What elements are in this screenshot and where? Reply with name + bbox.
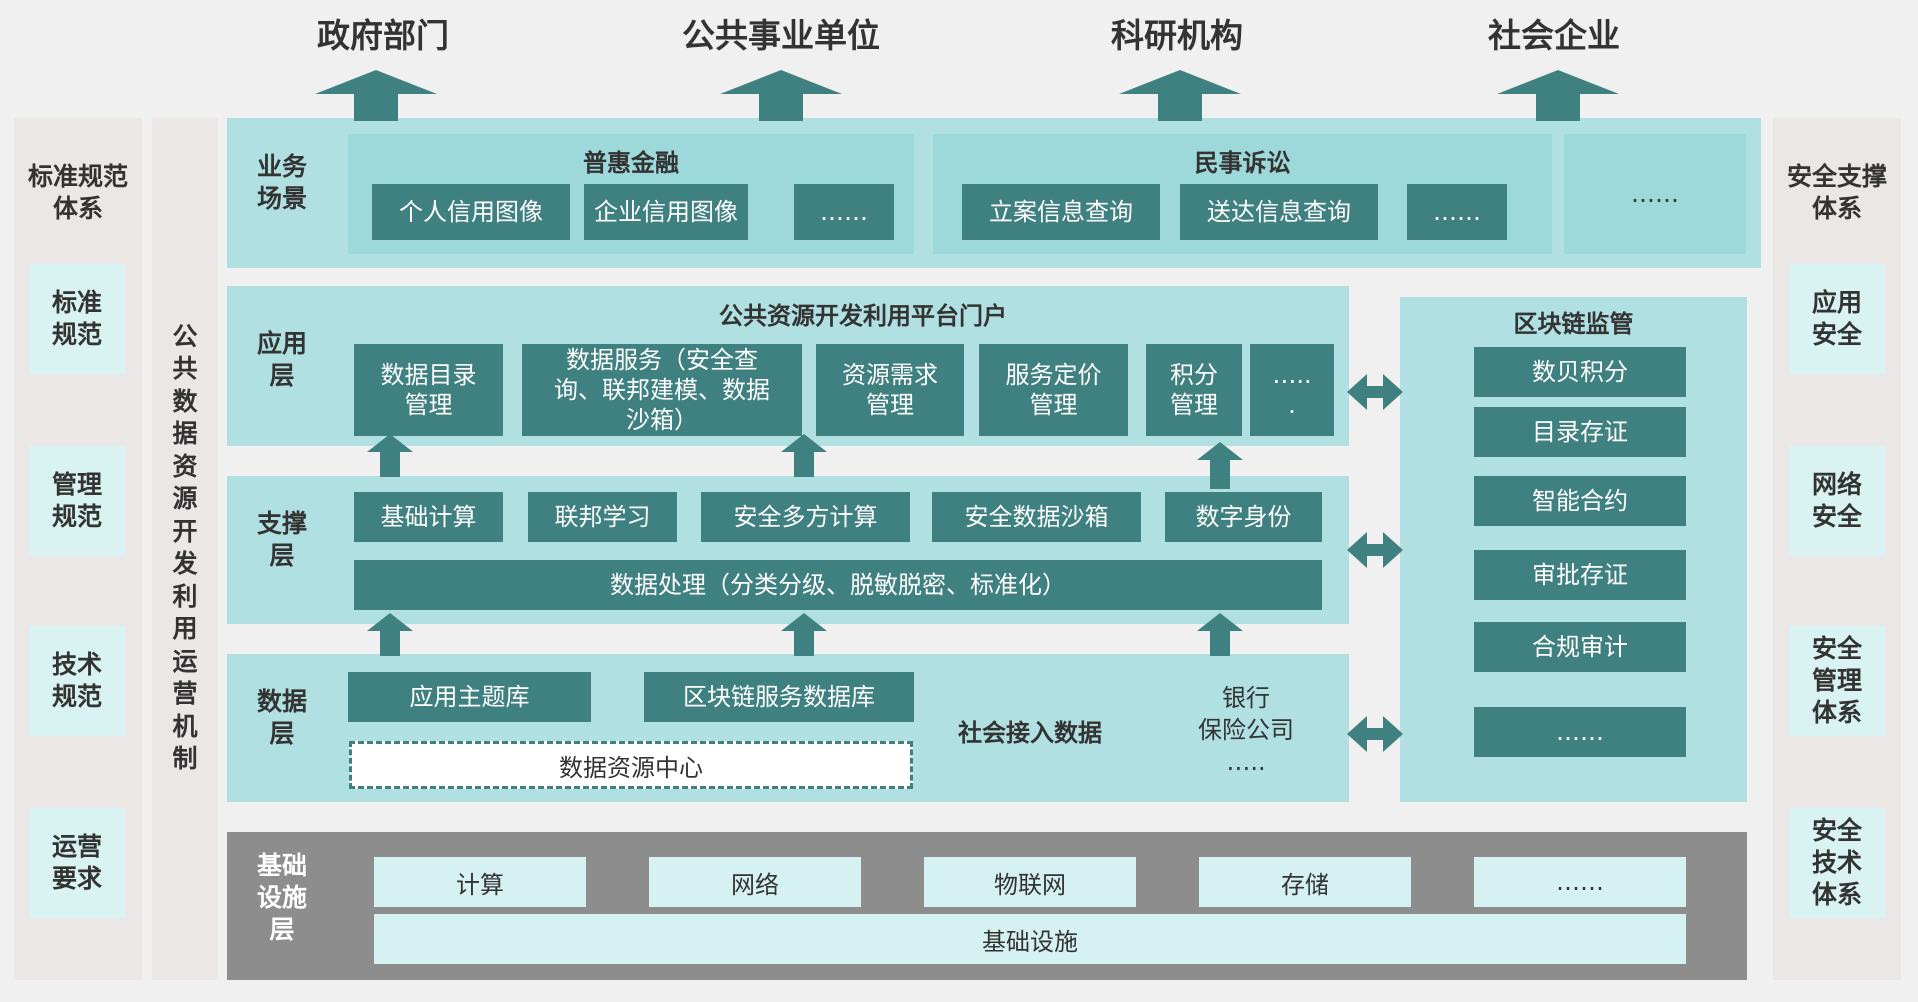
infra-item-computing[interactable]: 计算 [374, 857, 586, 907]
app-item-more[interactable]: ….. . [1250, 344, 1334, 436]
app-item-service-pricing[interactable]: 服务定价 管理 [979, 344, 1128, 436]
blockchain-item-points[interactable]: 数贝积分 [1474, 347, 1686, 397]
blockchain-title: 区块链监管 [1513, 309, 1634, 338]
app-item-data-services[interactable]: 数据服务（安全查 询、联邦建模、数据 沙箱） [522, 344, 802, 436]
support-layer-label: 支撑 层 [256, 509, 307, 570]
data-item-blockchain-db[interactable]: 区块链服务数据库 [644, 672, 914, 722]
security-title: 安全支撑 体系 [1786, 162, 1887, 223]
target-government: 政府部门 [317, 16, 449, 55]
finance-item-enterprise-credit[interactable]: 企业信用图像 [584, 184, 748, 240]
support-data-processing[interactable]: 数据处理（分类分级、脱敏脱密、标准化） [354, 560, 1322, 610]
infra-item-iot[interactable]: 物联网 [924, 857, 1136, 907]
up-arrow-icon [354, 93, 398, 121]
up-arrow-icon [794, 451, 814, 477]
infrastructure-layer-label: 基础 设施 层 [256, 851, 307, 944]
infra-item-storage[interactable]: 存储 [1199, 857, 1411, 907]
infra-item-more[interactable]: …… [1474, 857, 1686, 907]
target-public-institution: 公共事业单位 [682, 16, 880, 55]
security-item-management-system: 安全 管理 体系 [1789, 626, 1885, 736]
standards-item-standard: 标准 规范 [29, 264, 125, 374]
target-enterprise: 社会企业 [1488, 16, 1620, 55]
blockchain-item-more[interactable]: …… [1474, 707, 1686, 757]
blockchain-item-catalog-evidence[interactable]: 目录存证 [1474, 407, 1686, 457]
up-arrow-icon [1119, 70, 1241, 94]
double-arrow-icon [1347, 532, 1403, 568]
target-research: 科研机构 [1111, 16, 1243, 55]
operation-mechanism-label: 公共数据资源开发利用运营机制 [172, 321, 198, 774]
up-arrow-icon [1210, 630, 1230, 656]
finance-group-title: 普惠金融 [583, 148, 679, 177]
double-arrow-icon [1347, 716, 1403, 752]
support-item-federated-learning[interactable]: 联邦学习 [528, 492, 677, 542]
up-arrow-icon [759, 93, 803, 121]
security-item-application: 应用 安全 [1789, 264, 1885, 374]
blockchain-item-smart-contract[interactable]: 智能合约 [1474, 476, 1686, 526]
data-layer-label: 数据 层 [256, 687, 307, 748]
blockchain-item-approval-evidence[interactable]: 审批存证 [1474, 550, 1686, 600]
up-arrow-icon [720, 70, 842, 94]
support-item-basic-computing[interactable]: 基础计算 [354, 492, 503, 542]
up-arrow-icon [380, 630, 400, 656]
app-item-points-management[interactable]: 积分 管理 [1146, 344, 1242, 436]
up-arrow-icon [315, 70, 437, 94]
standards-item-operation: 运营 要求 [29, 808, 125, 918]
application-platform-title: 公共资源开发利用平台门户 [719, 301, 1007, 330]
support-item-mpc[interactable]: 安全多方计算 [701, 492, 910, 542]
data-resource-center[interactable]: 数据资源中心 [349, 741, 913, 789]
operation-mechanism-panel [152, 118, 218, 980]
civil-litigation-group-title: 民事诉讼 [1194, 148, 1291, 177]
double-arrow-icon [1347, 374, 1403, 410]
standards-item-management: 管理 规范 [29, 446, 125, 556]
civil-item-more[interactable]: …… [1407, 184, 1507, 240]
support-item-digital-identity[interactable]: 数字身份 [1165, 492, 1322, 542]
civil-item-delivery-query[interactable]: 送达信息查询 [1180, 184, 1378, 240]
app-item-resource-demand[interactable]: 资源需求 管理 [816, 344, 964, 436]
standards-item-technical: 技术 规范 [29, 626, 125, 736]
finance-item-personal-credit[interactable]: 个人信用图像 [372, 184, 570, 240]
social-access-data-items: 银行 保险公司 ….. [1198, 684, 1294, 776]
support-item-secure-sandbox[interactable]: 安全数据沙箱 [932, 492, 1141, 542]
infra-base[interactable]: 基础设施 [374, 914, 1686, 964]
application-layer-label: 应用 层 [256, 329, 307, 390]
up-arrow-icon [380, 451, 400, 477]
business-layer-label: 业务 场景 [256, 152, 307, 213]
app-item-catalog-management[interactable]: 数据目录 管理 [354, 344, 503, 436]
civil-item-case-query[interactable]: 立案信息查询 [962, 184, 1160, 240]
data-item-app-theme-db[interactable]: 应用主题库 [348, 672, 591, 722]
security-item-network: 网络 安全 [1789, 446, 1885, 556]
up-arrow-icon [1158, 93, 1202, 121]
up-arrow-icon [1536, 93, 1580, 121]
up-arrow-icon [794, 630, 814, 656]
security-item-technical-system: 安全 技术 体系 [1789, 808, 1885, 918]
finance-item-more[interactable]: …… [794, 184, 894, 240]
blockchain-item-compliance-audit[interactable]: 合规审计 [1474, 622, 1686, 672]
up-arrow-icon [1497, 70, 1619, 94]
social-access-data-title: 社会接入数据 [958, 718, 1102, 747]
standards-title: 标准规范 体系 [27, 162, 128, 223]
infra-item-network[interactable]: 网络 [649, 857, 861, 907]
business-extra-group: …… [1564, 134, 1746, 254]
